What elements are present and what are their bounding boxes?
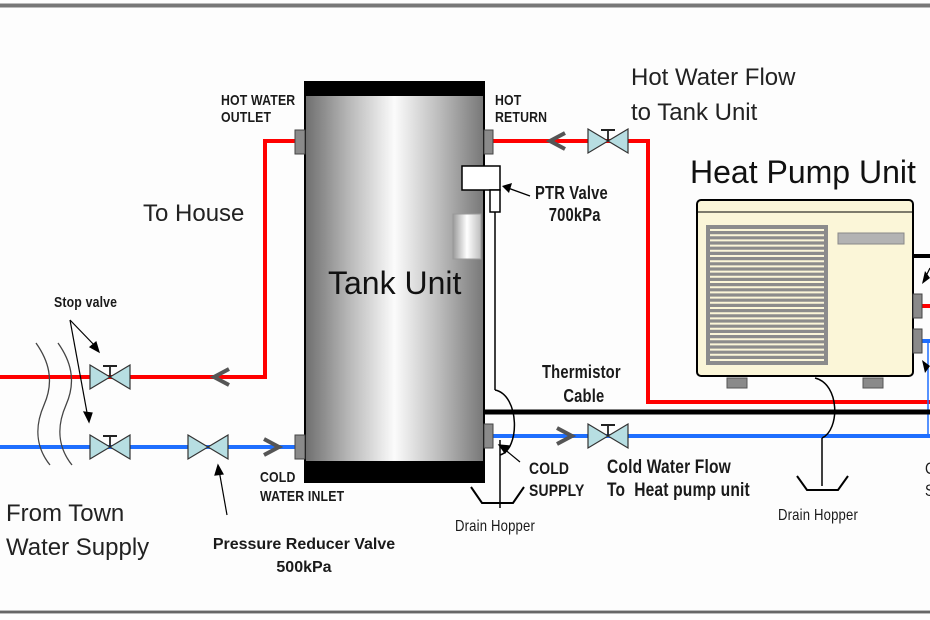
label-line: HOT: [495, 92, 522, 109]
cold-supply-valve: [587, 422, 629, 450]
label-drain-hopper-pump: Drain Hopper: [778, 507, 859, 524]
label-line: WATER INLET: [260, 488, 345, 505]
frame-top-border: [0, 3, 930, 8]
label-hot-water-flow: Hot Water Flow to Tank Unit: [631, 60, 795, 130]
label-line: Hot Water Flow: [631, 64, 796, 91]
ptr-valve: [461, 165, 531, 508]
label-hot-return: HOT RETURN: [495, 92, 548, 127]
label-to-house: To House: [143, 200, 245, 227]
label-line: COLD: [260, 469, 296, 486]
label-hot-water-outlet: HOT WATER OUTLET: [221, 92, 296, 127]
label-line: to Tank Unit: [631, 99, 758, 126]
label-thermistor-cable: Thermistor Cable: [542, 360, 621, 408]
label-cold-supply: COLD SUPPLY: [529, 458, 584, 502]
label-ptr-valve: PTR Valve 700kPa: [535, 182, 608, 226]
flow-arrow-cold-inlet: [263, 437, 284, 457]
heat-pump-unit: [696, 199, 930, 491]
flow-arrow-cold-supply: [556, 426, 577, 446]
label-pressure-reducer: Pressure Reducer Valve 500kPa: [186, 533, 422, 579]
pressure-reducer-valve: [187, 433, 229, 461]
tank-unit: [294, 81, 494, 483]
drain-hopper-pump: [796, 475, 849, 491]
label-line: S: [925, 480, 930, 502]
label-line: OUTLET: [221, 108, 272, 126]
fitting-cold-inlet: [294, 434, 306, 460]
hot-pipe-return: [490, 139, 930, 404]
fitting-hot-return: [483, 129, 494, 155]
label-drain-hopper-tank: Drain Hopper: [455, 518, 536, 535]
label-line: COLD: [529, 459, 570, 478]
label-stop-valve: Stop valve: [54, 294, 118, 311]
fan-grille: [706, 225, 828, 365]
label-line: Cold Water Flow: [607, 457, 731, 478]
label-from-town: From Town Water Supply: [6, 497, 149, 565]
tank-bottom-cap: [305, 461, 484, 482]
fitting-hp-cold: [912, 328, 923, 354]
tank-top-cap: [305, 82, 484, 96]
heatpump-foot-right: [862, 377, 884, 389]
pointer-arrows: [69, 319, 521, 516]
label-line: 700kPa: [548, 205, 601, 225]
thermistor-sensor: [452, 213, 482, 260]
label-line: Thermistor: [542, 362, 621, 382]
pipe-break-marks: [35, 342, 73, 466]
label-line: RETURN: [495, 108, 548, 126]
valves: [89, 127, 629, 461]
flow-arrow-to-house: [209, 367, 230, 387]
stop-valve-cold: [89, 433, 131, 461]
fitting-hot-outlet: [294, 129, 306, 155]
label-line: PTR Valve: [535, 183, 608, 203]
label-line: To Heat pump unit: [607, 480, 750, 501]
label-line: SUPPLY: [529, 481, 585, 500]
label-line: Cable: [563, 386, 605, 406]
hot-pipe-to-house: [0, 139, 300, 379]
label-line: Water Supply: [6, 534, 150, 561]
label-line: Pressure Reducer Valve: [212, 536, 396, 553]
label-cold-water-flow: Cold Water Flow To Heat pump unit: [607, 456, 750, 502]
tank-title: Tank Unit: [328, 265, 462, 301]
flow-arrows: [209, 131, 577, 457]
label-line: From Town: [6, 500, 125, 527]
drain-hopper-tank: [470, 486, 525, 504]
label-line: HOT WATER: [221, 92, 296, 109]
label-line: C: [925, 458, 930, 480]
label-right-edge-partial: C S: [925, 458, 930, 502]
heat-pump-title: Heat Pump Unit: [690, 154, 916, 190]
label-line: 500kPa: [276, 559, 332, 576]
heatpump-foot-left: [726, 377, 748, 389]
hot-return-valve: [587, 127, 629, 155]
brand-plate: [837, 232, 905, 245]
fitting-cold-supply: [483, 423, 494, 449]
flow-arrow-hot-return: [545, 131, 566, 151]
stop-valve-hot: [89, 363, 131, 391]
cold-pipes: [0, 339, 930, 449]
fitting-hp-hot: [912, 293, 923, 319]
frame-bottom-border: [0, 610, 930, 614]
label-cold-water-inlet: COLD WATER INLET: [260, 468, 344, 506]
